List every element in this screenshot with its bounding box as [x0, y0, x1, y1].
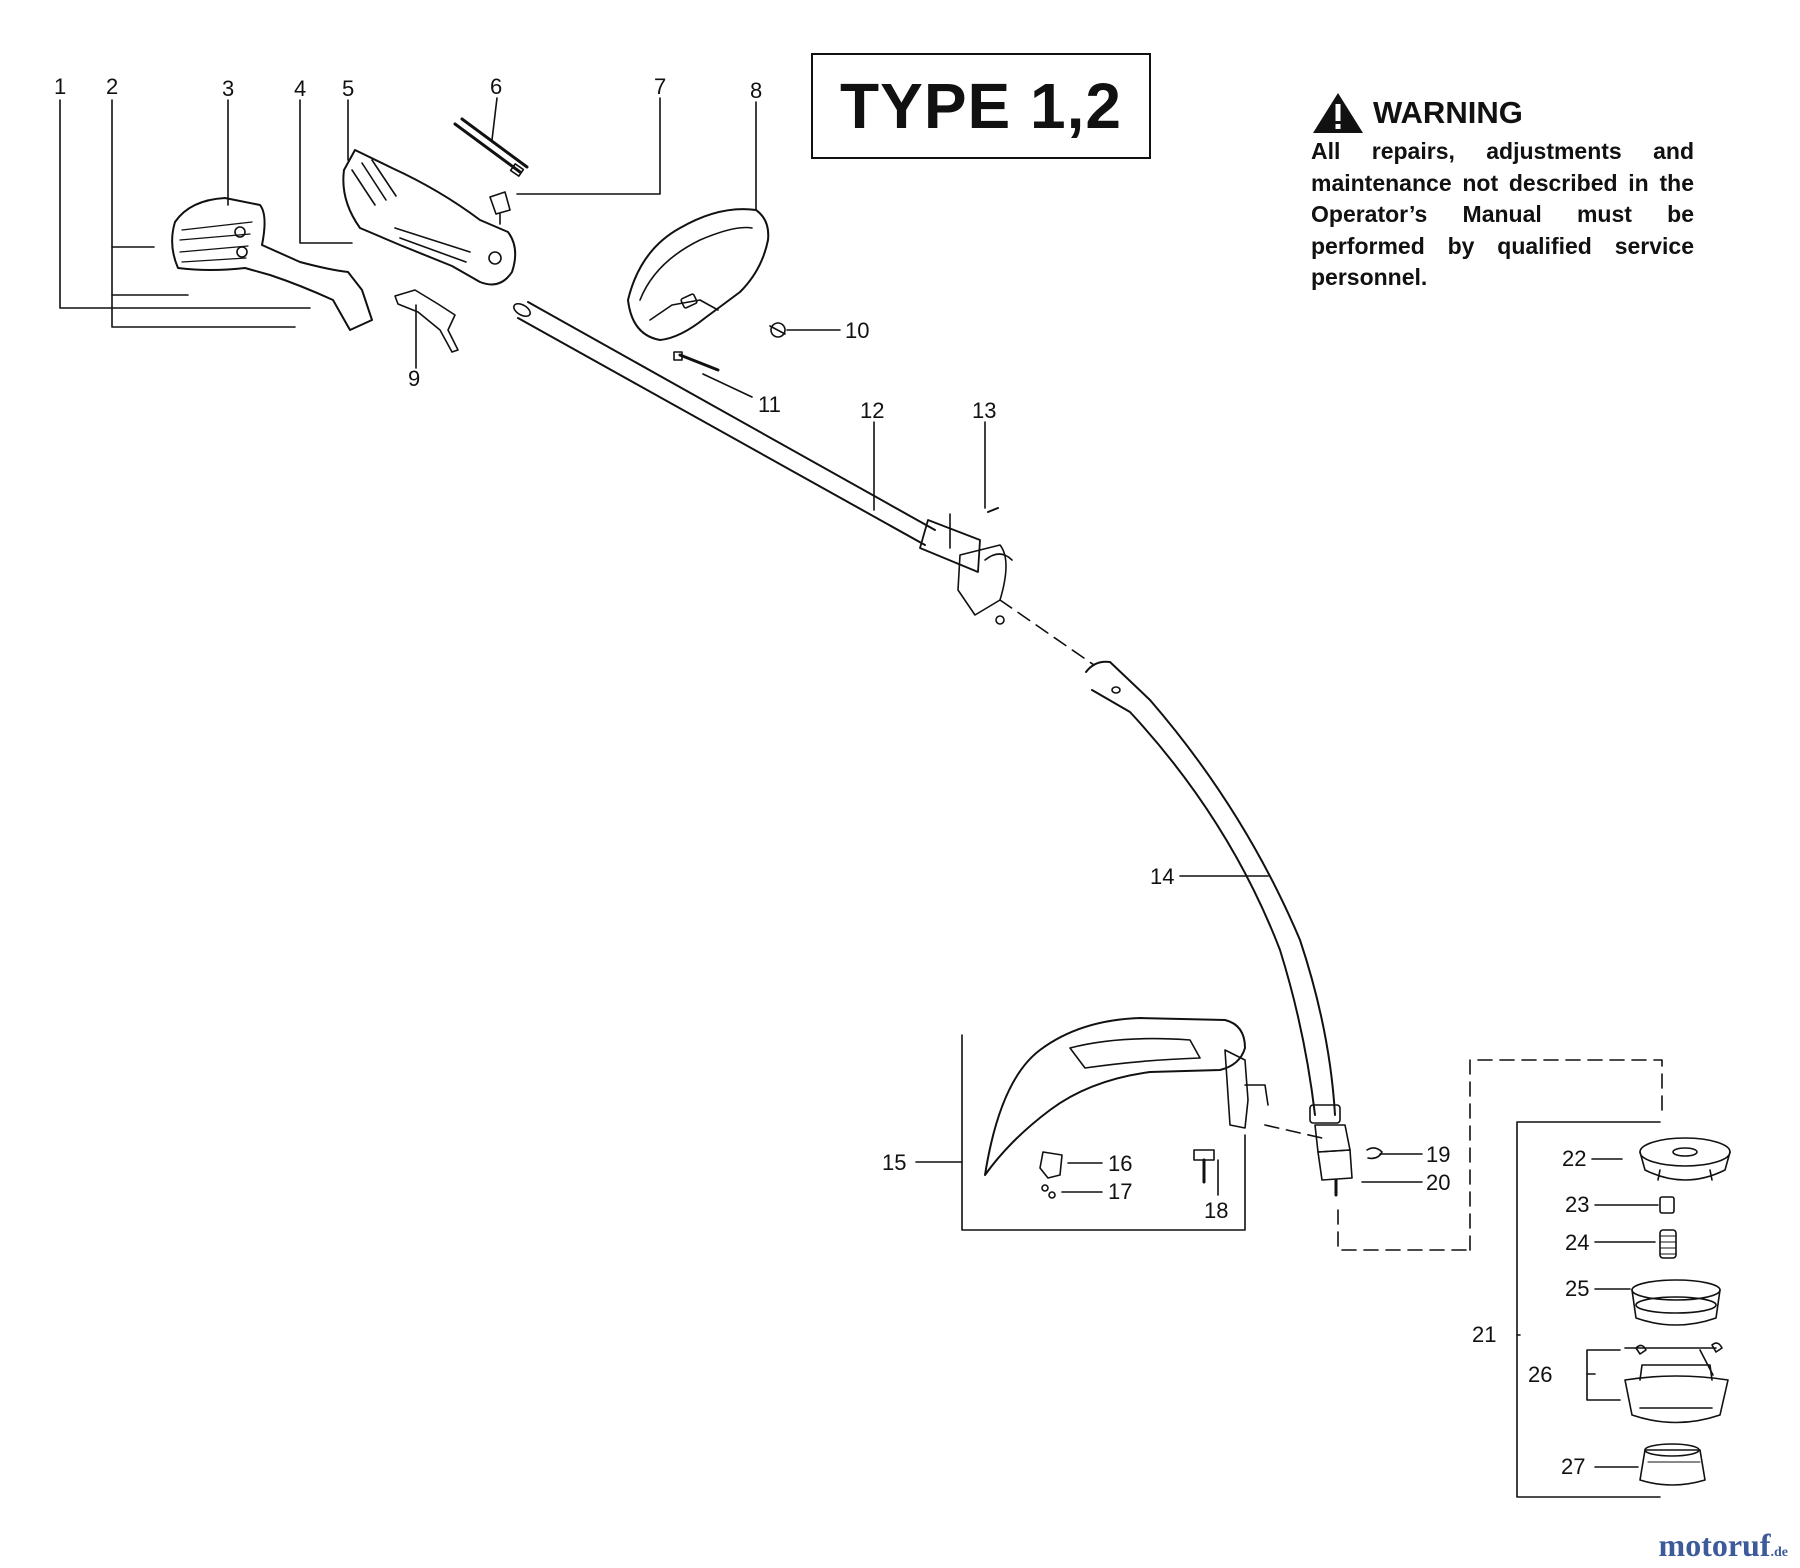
- callout-8: 8: [750, 78, 762, 103]
- spool-housing: [1624, 1342, 1729, 1424]
- rear-handle: [171, 197, 373, 331]
- watermark-name: motoruf: [1658, 1527, 1771, 1563]
- callout-20: 20: [1426, 1170, 1450, 1195]
- callout-17: 17: [1108, 1179, 1132, 1204]
- grass-guard: [984, 1017, 1269, 1176]
- callout-13: 13: [972, 398, 996, 423]
- callout-16: 16: [1108, 1151, 1132, 1176]
- type-label-box: TYPE 1,2: [811, 53, 1151, 159]
- callout-6: 6: [490, 74, 502, 99]
- callout-23: 23: [1565, 1192, 1589, 1217]
- callout-11: 11: [758, 392, 781, 417]
- warning-title: WARNING: [1373, 95, 1523, 130]
- spool-washer: [1659, 1196, 1675, 1214]
- callout-1: 1: [54, 74, 66, 99]
- callout-25: 25: [1565, 1276, 1589, 1301]
- callout-2: 2: [106, 74, 118, 99]
- leader-lines: [59, 97, 1717, 1498]
- screw-11: [673, 351, 720, 372]
- warning-text: All repairs, adjustments and maintenance…: [1311, 138, 1694, 290]
- gear-head: [1314, 1124, 1383, 1197]
- callout-7: 7: [654, 74, 666, 99]
- trigger: [394, 289, 459, 353]
- power-cord: [453, 117, 529, 177]
- watermark-tld: .de: [1770, 1545, 1789, 1560]
- adapter-nut: [1639, 1443, 1706, 1486]
- warning-header: WARNING: [1311, 90, 1694, 136]
- assembly-lines: [999, 599, 1663, 1251]
- callout-12: 12: [860, 398, 884, 423]
- type-label: TYPE 1,2: [840, 70, 1122, 142]
- callout-9: 9: [408, 366, 420, 391]
- bolt-18: [1193, 1149, 1215, 1184]
- spool-spring: [1659, 1229, 1677, 1259]
- callout-19: 19: [1426, 1142, 1450, 1167]
- callout-21: 21: [1472, 1322, 1496, 1347]
- spool: [1631, 1279, 1721, 1326]
- callout-5: 5: [342, 76, 354, 101]
- cord-clip: [489, 191, 511, 225]
- callout-labels: 1 2 3 4 5 6 7 8 9 10 11 12 13 14 15 16 1…: [54, 74, 1589, 1479]
- callout-24: 24: [1565, 1230, 1589, 1255]
- callout-15: 15: [882, 1150, 906, 1175]
- bolt-10: [769, 322, 786, 338]
- upper-shaft: [513, 301, 1013, 625]
- callout-27: 27: [1561, 1454, 1585, 1479]
- screw-13: [987, 507, 999, 513]
- callout-3: 3: [222, 76, 234, 101]
- screws-17: [1041, 1184, 1056, 1199]
- callout-10: 10: [845, 318, 869, 343]
- lower-shaft: [1085, 660, 1341, 1124]
- callout-26: 26: [1528, 1362, 1552, 1387]
- guard-bracket: [1039, 1151, 1063, 1179]
- callout-14: 14: [1150, 864, 1174, 889]
- callout-18: 18: [1204, 1198, 1228, 1223]
- handle-housing: [342, 149, 517, 286]
- spool-cap: [1639, 1137, 1731, 1181]
- warning-notice: WARNING All repairs, adjustments and mai…: [1311, 90, 1694, 294]
- warning-triangle-icon: [1313, 93, 1363, 133]
- front-handle: [627, 208, 770, 341]
- callout-4: 4: [294, 76, 306, 101]
- watermark: motoruf.de: [1659, 1527, 1788, 1564]
- callout-22: 22: [1562, 1146, 1586, 1171]
